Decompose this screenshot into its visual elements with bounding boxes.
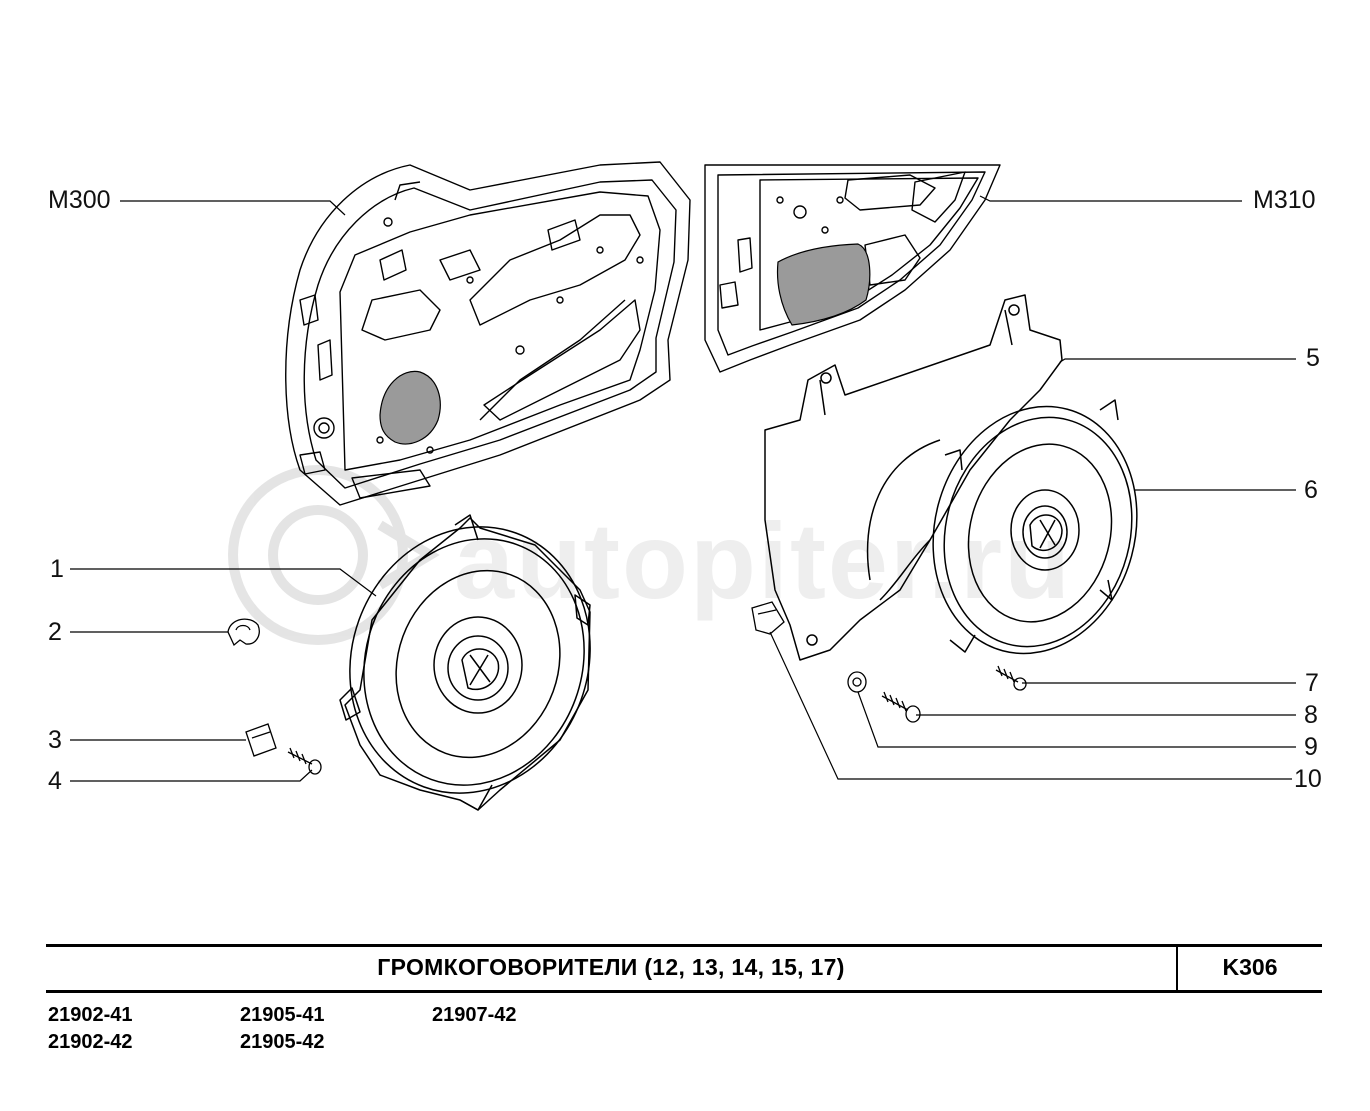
leader-m300 — [120, 200, 346, 216]
label-part-2: 2 — [48, 618, 62, 646]
clip-part-10 — [751, 601, 785, 635]
model-code: 21905-42 — [240, 1031, 325, 1053]
model-code: 21905-41 — [240, 1004, 325, 1026]
title-block-bottom-rule — [46, 990, 1322, 993]
label-part-6: 6 — [1304, 476, 1318, 504]
leader-1 — [70, 568, 377, 597]
label-part-3: 3 — [48, 726, 62, 754]
clip-part-2 — [227, 618, 260, 647]
screw-part-4 — [287, 747, 322, 775]
leader-10 — [769, 631, 1292, 780]
title-block-separator — [1176, 946, 1178, 991]
front-speaker-drawing — [339, 514, 591, 811]
model-code: 21907-42 — [432, 1004, 517, 1026]
label-m300: M300 — [48, 186, 111, 214]
label-part-8: 8 — [1304, 701, 1318, 729]
clip-part-3 — [245, 723, 277, 757]
page-title: ГРОМКОГОВОРИТЕЛИ (12, 13, 14, 15, 17) — [377, 954, 845, 980]
screw-part-7 — [995, 665, 1027, 691]
rear-speaker-bracket-drawing — [764, 294, 1063, 661]
front-door-speaker-opening — [379, 370, 441, 445]
leader-lines — [70, 195, 1296, 782]
washer-part-9 — [847, 671, 867, 693]
leader-9 — [857, 691, 1296, 748]
label-part-5: 5 — [1306, 344, 1320, 372]
model-code: 21902-41 — [48, 1004, 133, 1026]
label-part-9: 9 — [1304, 733, 1318, 761]
front-door-drawing — [285, 161, 691, 506]
watermark-logo-icon — [228, 465, 440, 645]
title-block-top-rule — [46, 944, 1322, 947]
label-part-1: 1 — [50, 555, 64, 583]
leader-5 — [1059, 358, 1296, 363]
label-part-7: 7 — [1305, 669, 1319, 697]
rear-door-speaker-opening — [776, 243, 871, 326]
screw-part-8 — [881, 691, 921, 723]
label-m310: M310 — [1253, 186, 1316, 214]
model-code: 21902-42 — [48, 1031, 133, 1053]
leader-4 — [70, 769, 313, 782]
rear-door-drawing — [704, 164, 1001, 373]
label-part-4: 4 — [48, 767, 62, 795]
leader-m310 — [979, 195, 1242, 202]
sheet-code: K306 — [1222, 954, 1278, 980]
label-part-10: 10 — [1294, 765, 1322, 793]
exploded-parts-diagram — [70, 161, 1296, 811]
rear-speaker-drawing — [866, 399, 1138, 655]
